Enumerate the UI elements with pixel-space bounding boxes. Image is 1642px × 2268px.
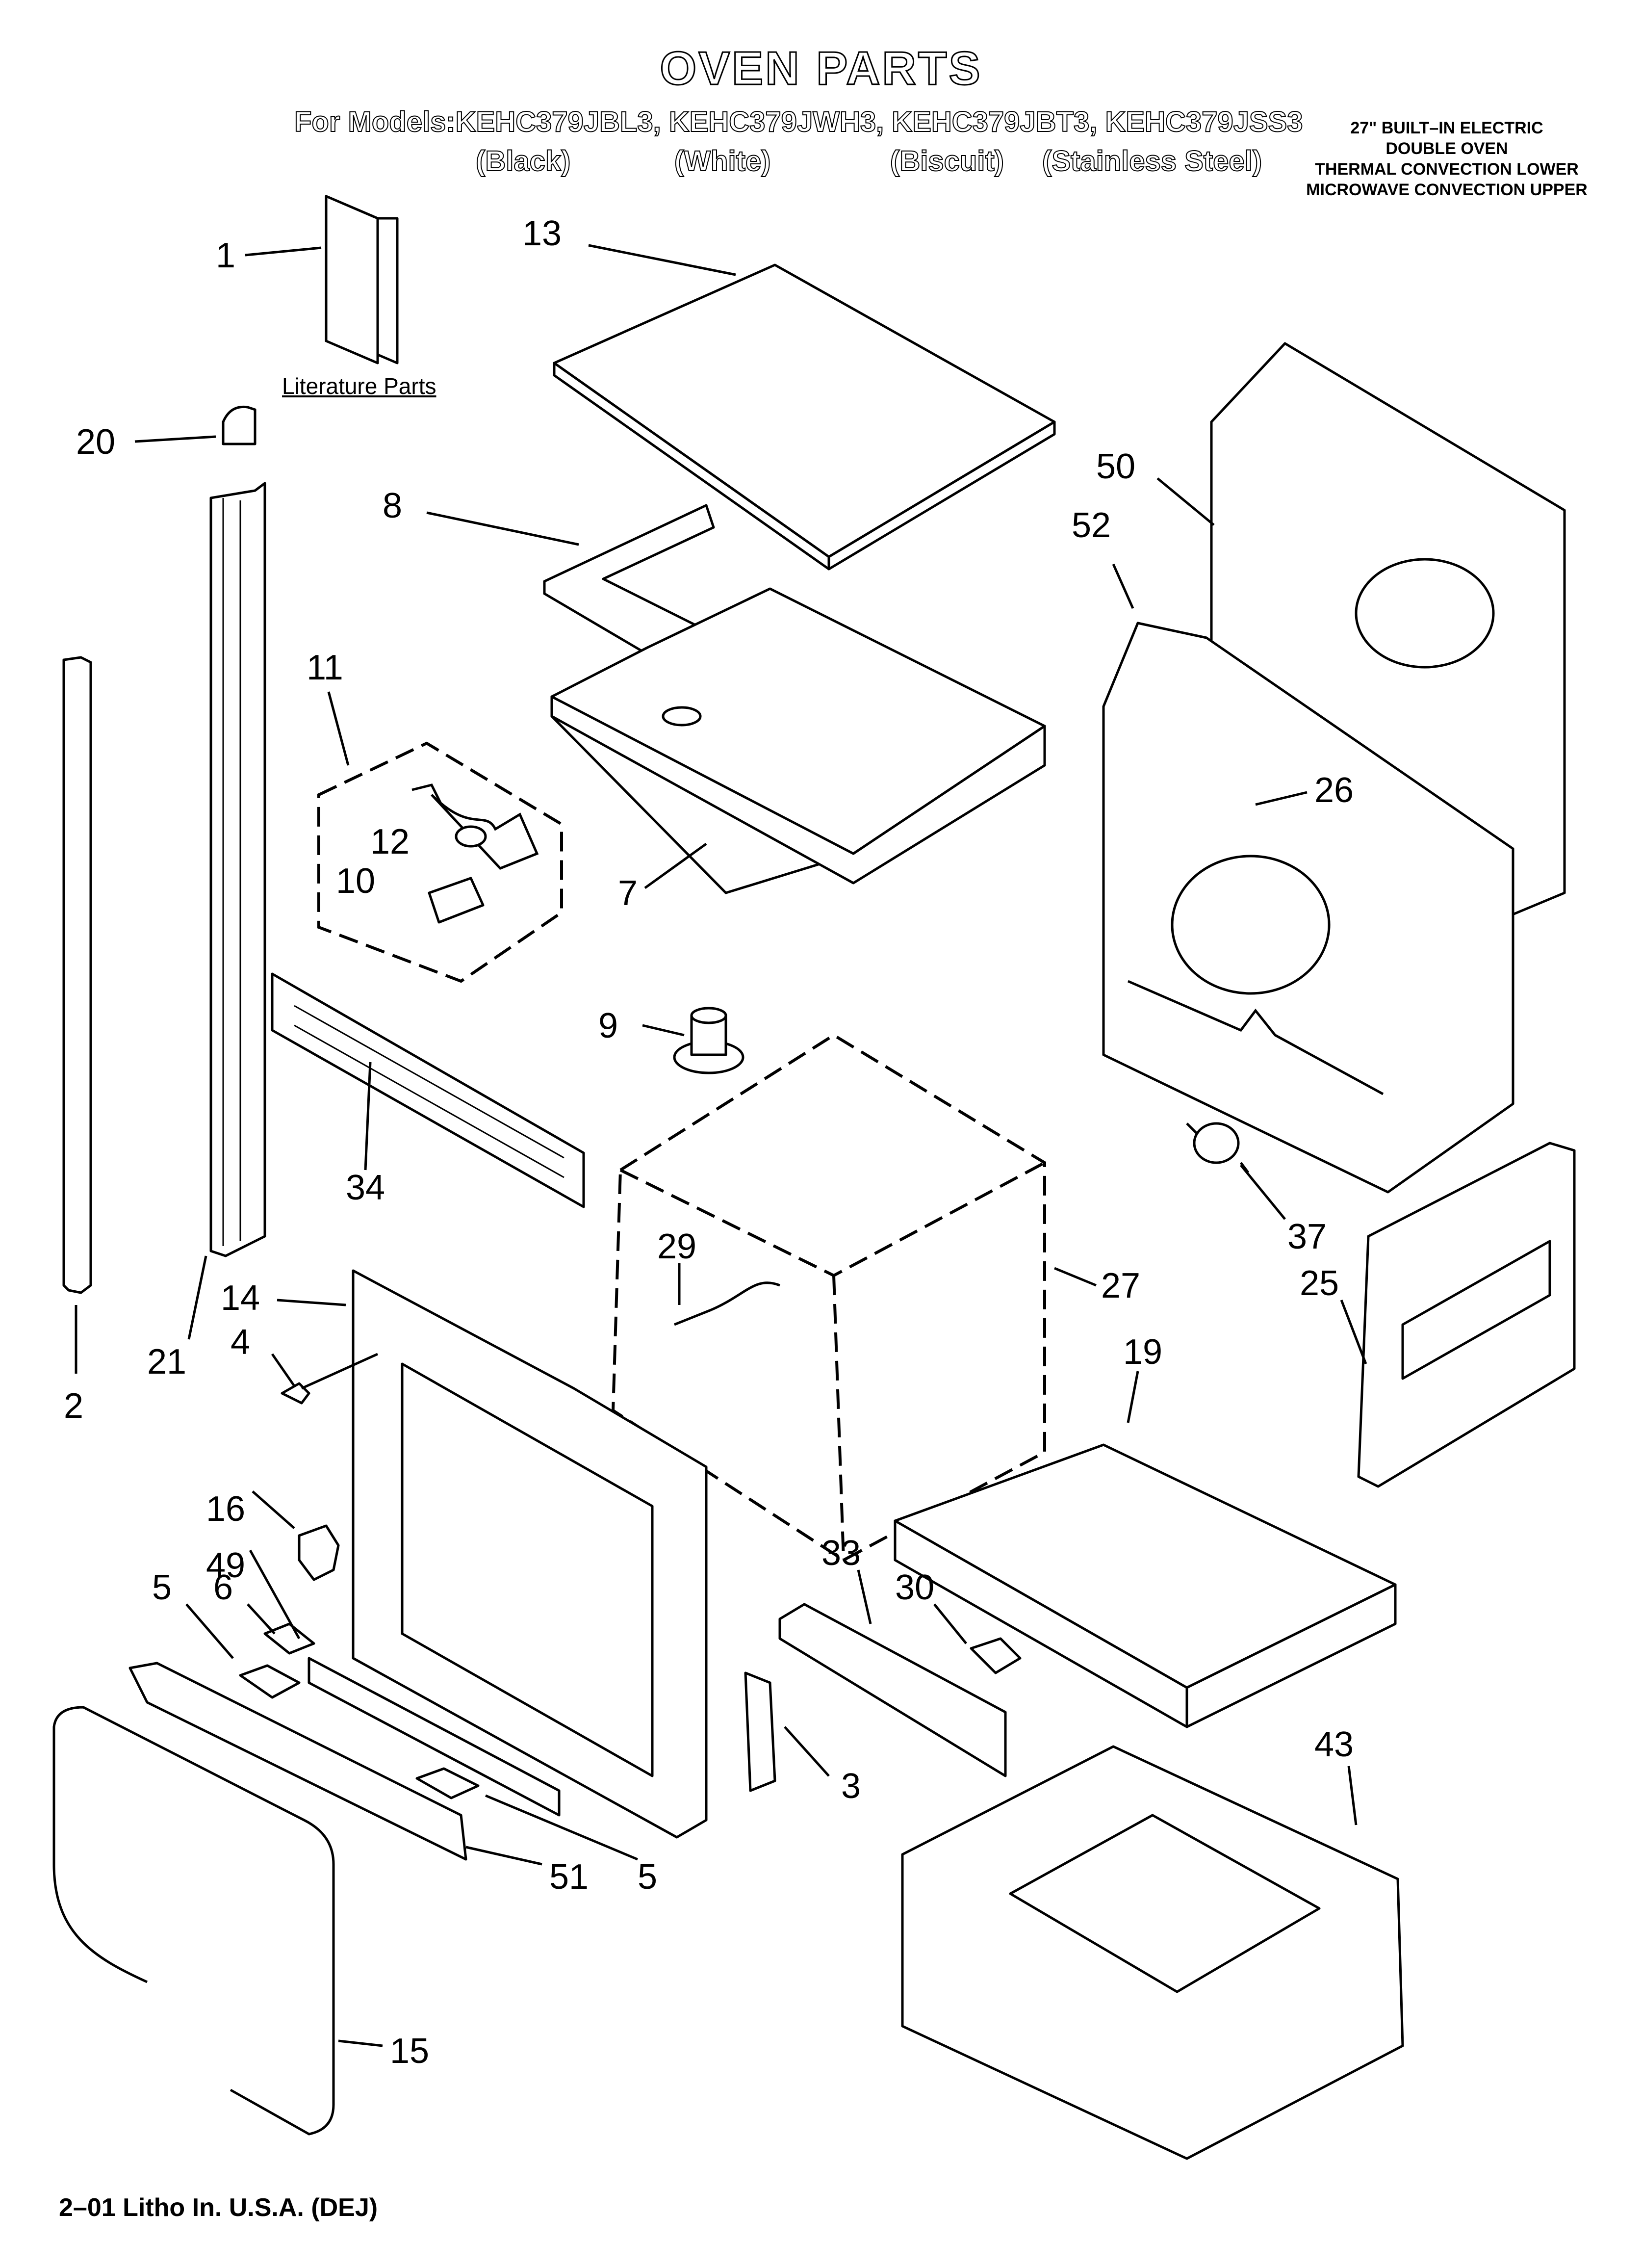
- callout-25: 25: [1300, 1264, 1339, 1303]
- part-15-gasket: [52, 1706, 335, 2136]
- callout-13: 13: [522, 214, 562, 253]
- part-33-rail: [778, 1603, 1007, 1777]
- variant-white: (White): [674, 145, 771, 178]
- callout-30: 30: [895, 1568, 934, 1607]
- part-14-front-frame: [352, 1269, 708, 1839]
- variant-biscuit: (Biscuit): [890, 145, 1004, 178]
- part-3-bracket: [744, 1671, 776, 1792]
- callout-4: 4: [231, 1323, 250, 1362]
- part-43-bottom-tray: [901, 1745, 1404, 2160]
- part-16-bracket: [298, 1524, 340, 1581]
- part-9-fitting: [673, 1007, 744, 1074]
- part-21-side-trim: [209, 482, 266, 1257]
- callout-9: 9: [598, 1006, 618, 1045]
- callout-7: 7: [618, 874, 638, 913]
- callout-51: 51: [549, 1857, 589, 1897]
- variant-black: (Black): [475, 145, 571, 178]
- callout-21: 21: [147, 1342, 186, 1382]
- part-5-block-right: [415, 1767, 480, 1799]
- callout-34: 34: [346, 1168, 385, 1207]
- part-30-clip: [970, 1637, 1022, 1674]
- variant-stainless: (Stainless Steel): [1042, 145, 1262, 178]
- spec-line-3: THERMAL CONVECTION LOWER: [1315, 160, 1579, 179]
- callout-11: 11: [307, 648, 343, 687]
- callout-3: 3: [841, 1767, 861, 1806]
- callout-27: 27: [1101, 1266, 1140, 1305]
- callout-43: 43: [1314, 1725, 1354, 1764]
- part-7-top-plate: [550, 587, 1046, 894]
- part-34-vent: [271, 972, 585, 1208]
- leader-arrows: [75, 244, 1367, 2047]
- callout-1: 1: [216, 236, 235, 275]
- part-49-strip: [308, 1657, 561, 1817]
- callout-52: 52: [1072, 506, 1111, 545]
- part-51-vent-trim: [128, 1662, 467, 1861]
- spec-line-2: DOUBLE OVEN: [1385, 139, 1508, 158]
- callout-2: 2: [64, 1386, 83, 1426]
- spec-line-4: MICROWAVE CONVECTION UPPER: [1306, 181, 1588, 199]
- callout-6: 6: [213, 1568, 233, 1607]
- part-6-block: [263, 1622, 315, 1655]
- callout-labels: 1 13 20 8 50 52 11 12 10 26 9 7 34 37 29…: [64, 214, 1354, 2071]
- callout-10: 10: [336, 861, 375, 901]
- model-list: For Models:KEHC379JBL3, KEHC379JWH3, KEH…: [294, 105, 1303, 138]
- part-19-bottom-box: [894, 1443, 1397, 1728]
- literature-parts-label: Literature Parts: [282, 373, 436, 399]
- callout-26: 26: [1314, 771, 1354, 810]
- part-13-insulation: [553, 263, 1056, 571]
- part-37-thermostat: [1186, 1122, 1249, 1173]
- callout-37: 37: [1287, 1217, 1327, 1256]
- page-title: OVEN PARTS: [659, 42, 982, 96]
- callout-20: 20: [76, 422, 115, 462]
- callout-5a: 5: [152, 1568, 172, 1607]
- callout-12: 12: [370, 822, 410, 861]
- part-26-convection-panel: [1102, 622, 1514, 1194]
- part-25-side-panel: [1357, 1142, 1576, 1488]
- part-4-screw: [281, 1353, 379, 1405]
- callout-16: 16: [206, 1489, 245, 1529]
- callout-8: 8: [383, 486, 402, 525]
- part-29-sensor: [674, 1281, 780, 1326]
- part-5-block-left: [239, 1664, 301, 1699]
- part-20-plug: [222, 405, 257, 445]
- callout-5b: 5: [638, 1857, 657, 1897]
- part-11-light-group: [317, 741, 563, 983]
- footer-litho: 2–01 Litho In. U.S.A. (DEJ): [59, 2193, 378, 2222]
- callout-33: 33: [821, 1534, 861, 1573]
- callout-14: 14: [221, 1278, 260, 1318]
- part-1-literature: [325, 195, 399, 365]
- callout-49: 49: [206, 1546, 245, 1585]
- callout-19: 19: [1123, 1332, 1162, 1372]
- part-2-rod: [62, 656, 92, 1294]
- callout-50: 50: [1096, 447, 1135, 486]
- callout-29: 29: [657, 1227, 696, 1266]
- callout-15: 15: [390, 2032, 429, 2071]
- spec-line-1: 27" BUILT–IN ELECTRIC: [1350, 119, 1543, 137]
